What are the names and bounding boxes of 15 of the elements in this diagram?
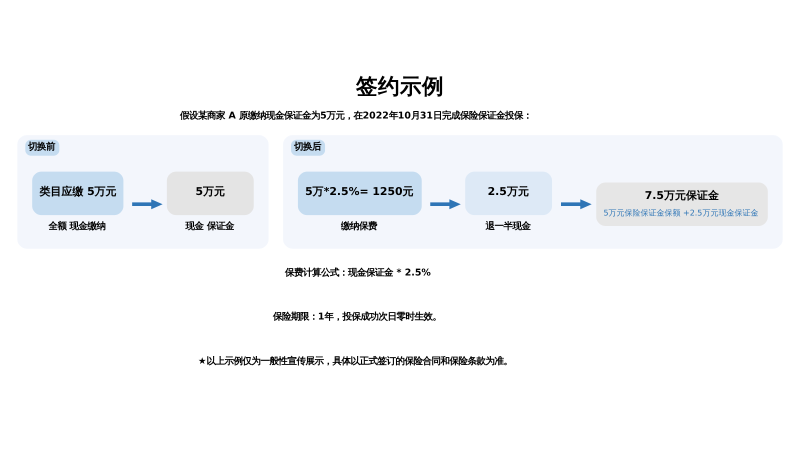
node-label: 全额 现金缴纳 — [48, 221, 106, 232]
node-label: 退一半现金 — [485, 221, 530, 232]
node-box: 5万*2.5%= 1250元 — [298, 172, 422, 216]
node-box: 类目应缴 5万元 — [32, 172, 124, 216]
label: 假设某商家 A 原缴纳现金保证金为5万元，在2022年10月31日完成保险保证金投保： — [180, 110, 532, 122]
node-label: 缴纳保费 — [340, 221, 377, 232]
diagram-title: 签约示例 — [356, 74, 444, 100]
label: 保费计算公式：现金保证金 * 2.5% — [285, 267, 431, 278]
label: ★以上示例仅为一般性宣传展示，具体以正式签订的保险合同和保险条款为准。 — [198, 356, 512, 367]
arrow — [430, 199, 461, 210]
label: 保险期限：1年，投保成功次日零时生效。 — [272, 312, 442, 323]
arrow — [132, 199, 163, 210]
node-label: 现金 保证金 — [186, 221, 234, 232]
node-box: 5万元 — [166, 172, 254, 216]
arrow — [561, 199, 592, 210]
